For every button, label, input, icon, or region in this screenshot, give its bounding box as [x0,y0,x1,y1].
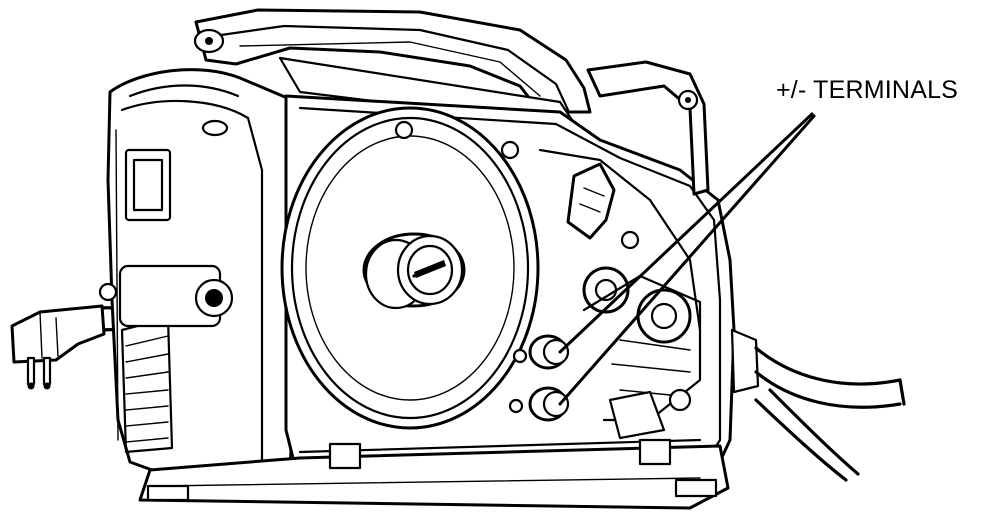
left-housing [98,68,302,488]
terminal-positive [512,334,570,370]
torch-cable [730,328,906,482]
power-plug [10,304,106,390]
terminals-leader-lines [558,112,816,406]
right-bracket [586,60,710,196]
terminals-label: +/- TERMINALS [776,76,958,104]
terminal-negative [508,386,570,422]
wire-spool [280,106,540,430]
base [138,438,730,510]
